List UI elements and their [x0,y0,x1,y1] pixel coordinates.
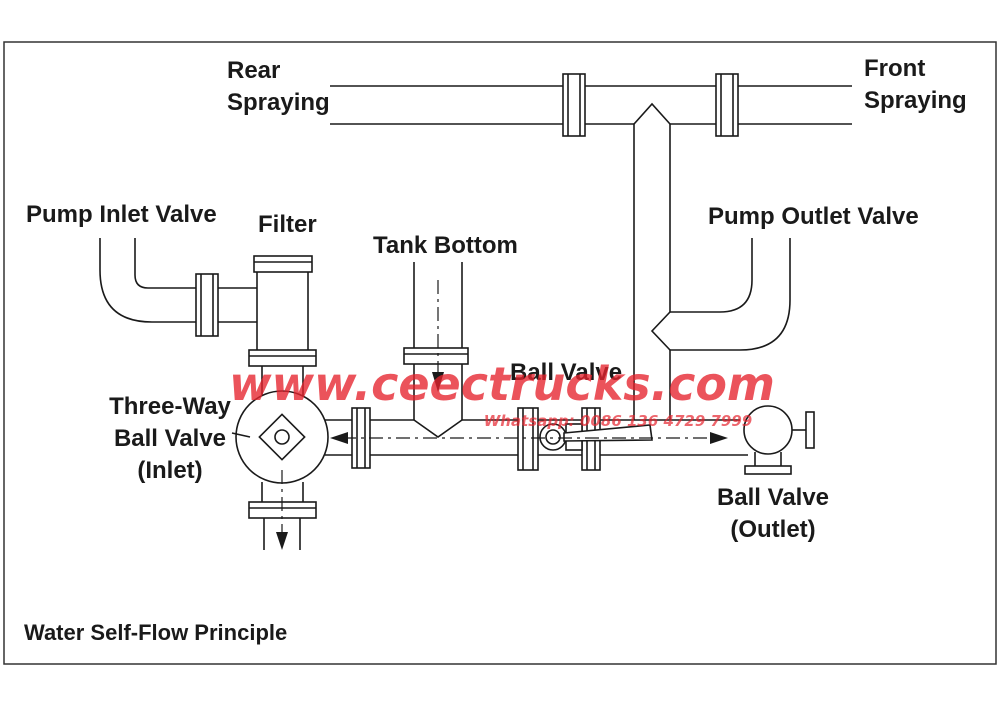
watermark-contact: Whatsapp: 0086 136 4729 7999 [484,412,752,430]
pump-outlet-pipe [650,238,791,351]
filter-body [248,255,317,380]
three-way-valve-label-line2: Ball Valve [114,425,226,452]
diagram-frame [3,41,997,665]
riser-pipe [633,124,671,420]
spraying-header-pipe [330,85,852,125]
main-pipe [370,419,748,456]
ball-valve-body [539,423,653,451]
ball-valve-outlet-label-line1: Ball Valve [717,484,829,511]
outlet-ball-valve [743,405,815,475]
rear-spraying-label-line2: Spraying [227,89,330,116]
front-spraying-label-line1: Front [864,55,925,82]
pump-inlet-flange [195,273,219,337]
front-spraying-label-line2: Spraying [864,87,967,114]
ball-valve-left-flange [517,407,539,471]
three-way-valve-label-line1: Three-Way [109,393,231,420]
ball-valve-label: Ball Valve [510,359,622,386]
front-flange [715,73,739,137]
watermark-site: www.ceectrucks.com [229,357,775,411]
rear-flange [562,73,586,137]
ball-valve-outlet-label-line2: (Outlet) [730,516,815,543]
left-flow-arrow [330,432,348,444]
pump-inlet-valve-label: Pump Inlet Valve [26,201,217,228]
pump-outlet-valve-label: Pump Outlet Valve [708,203,919,230]
right-flow-arrow [710,432,728,444]
pump-inlet-pipe [99,238,257,323]
tank-bottom-label: Tank Bottom [373,232,518,259]
down-flow-arrow [432,372,444,392]
rear-spraying-label-line1: Rear [227,57,280,84]
filter-label: Filter [258,211,317,238]
tank-bottom-pipe [403,262,469,438]
caption: Water Self-Flow Principle [24,620,287,645]
three-way-valve [231,380,352,550]
three-way-valve-label-line3: (Inlet) [137,457,202,484]
